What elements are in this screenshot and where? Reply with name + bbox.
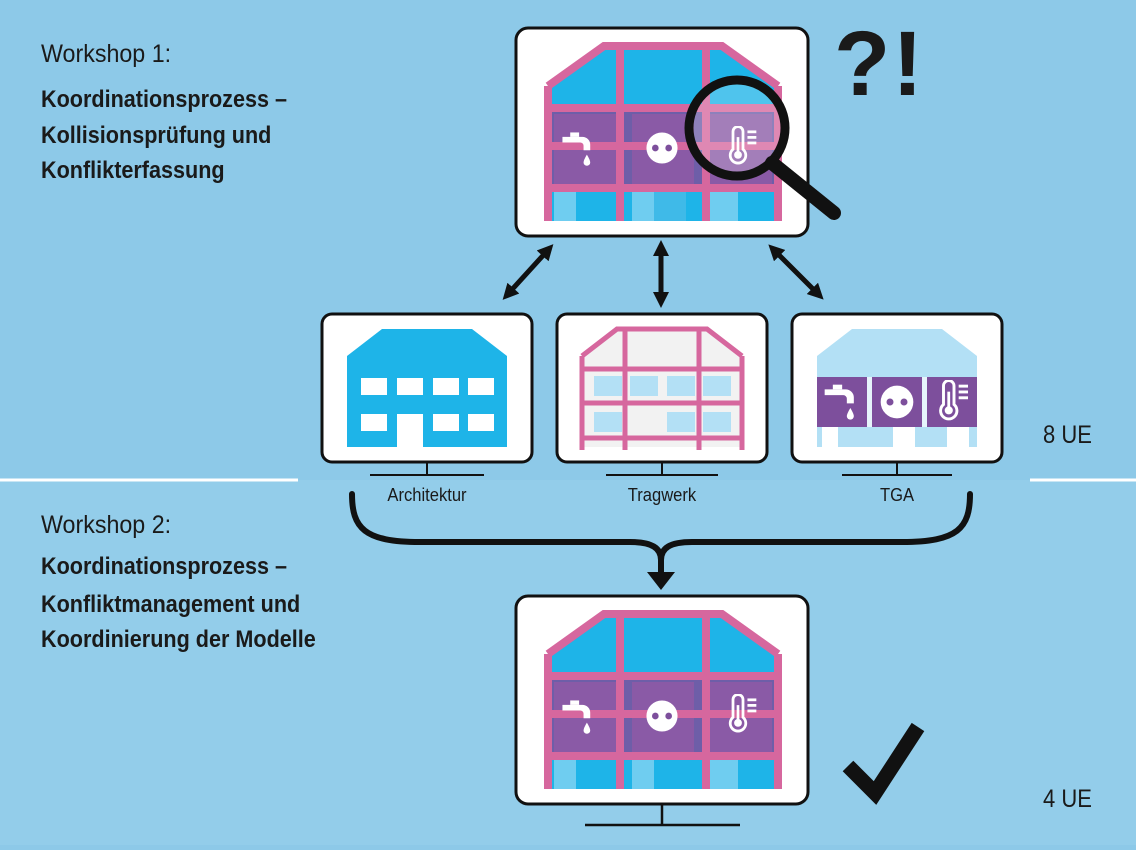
workshop2-title: Workshop 2:	[41, 511, 172, 539]
workshop2-line1: Koordinationsprozess –	[41, 553, 288, 580]
workshop1-line3: Konflikterfassung	[41, 157, 225, 184]
merge-brace	[349, 491, 973, 579]
monitor-tragwerk	[555, 312, 769, 476]
workshop2-line2: Konfliktmanagement und	[41, 591, 301, 618]
combined-model-monitor-bottom	[514, 594, 810, 827]
checkmark-icon	[842, 722, 925, 805]
monitor-tga	[790, 312, 1004, 476]
arrow-architektur	[502, 244, 554, 300]
workshop1-units: 8 UE	[1043, 421, 1092, 449]
workshop1-title: Workshop 1:	[41, 40, 172, 68]
magnifier-icon	[684, 75, 841, 220]
merge-arrowhead	[647, 572, 675, 590]
workshop1-line1: Koordinationsprozess –	[41, 86, 288, 113]
arrow-tga	[768, 244, 824, 300]
workshop2-line3: Koordinierung der Modelle	[41, 626, 316, 653]
workshop1-line2: Kollisionsprüfung und	[41, 122, 272, 149]
problem-symbol: ?!	[834, 13, 925, 115]
workshop2-units: 4 UE	[1043, 785, 1092, 813]
monitor-architektur	[320, 312, 534, 476]
label-tga: TGA	[879, 485, 915, 505]
label-architektur: Architektur	[387, 485, 467, 505]
label-tragwerk: Tragwerk	[627, 485, 697, 505]
